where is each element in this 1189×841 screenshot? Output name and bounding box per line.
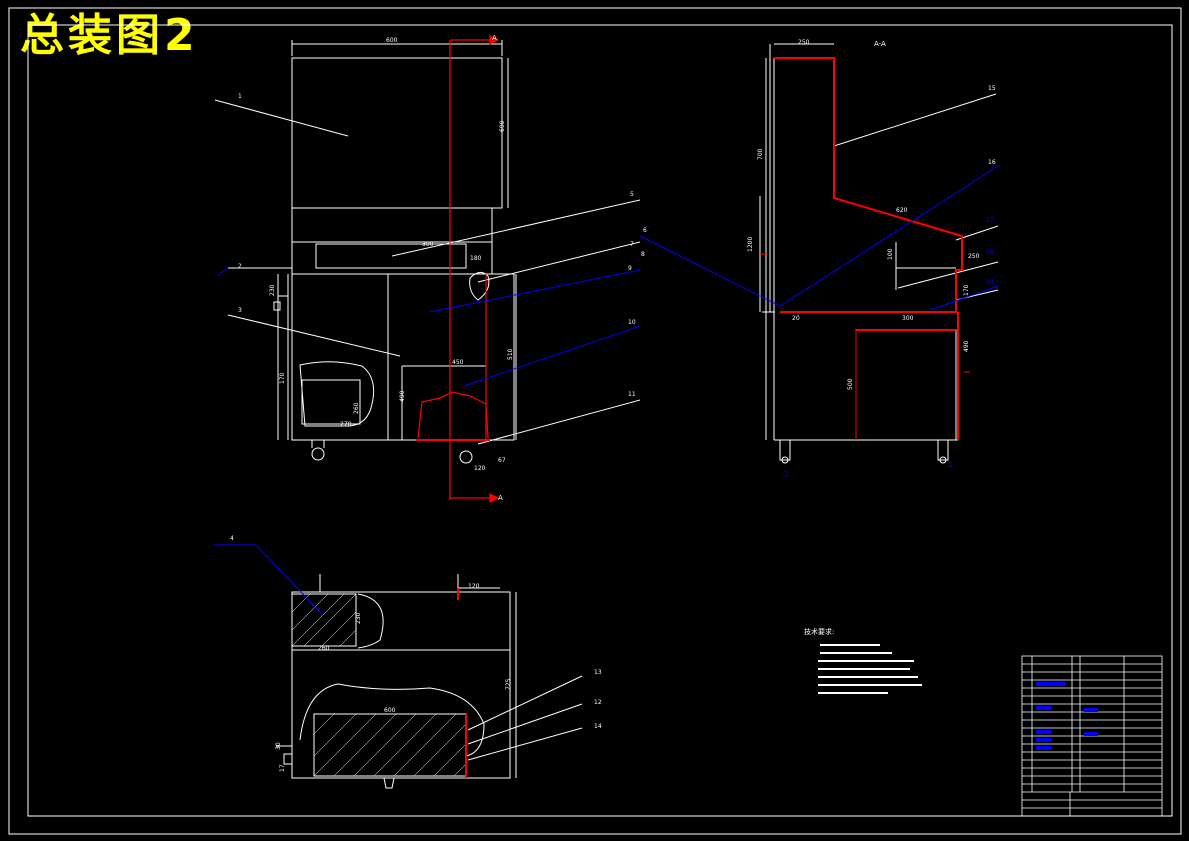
hatch-lines [291, 593, 467, 777]
top-view-red [457, 588, 467, 778]
drawing-title: 总装图2 [20, 10, 199, 61]
title-block [1021, 655, 1163, 817]
title-block-fills [1036, 682, 1098, 750]
front-view-red [416, 35, 500, 503]
sink-outline [299, 361, 375, 427]
inner-border [27, 24, 1173, 817]
tech-notes-lines [818, 644, 922, 694]
lower-cabinet [291, 273, 515, 441]
outer-border [8, 7, 1182, 835]
side-view-red [760, 57, 970, 440]
top-view-hatch [291, 593, 467, 777]
front-view-blue [429, 269, 641, 387]
front-view [214, 40, 641, 464]
side-view-blue [639, 165, 999, 311]
upper-cabinet [291, 57, 503, 209]
top-view [214, 544, 583, 789]
top-view-blue [255, 544, 323, 615]
